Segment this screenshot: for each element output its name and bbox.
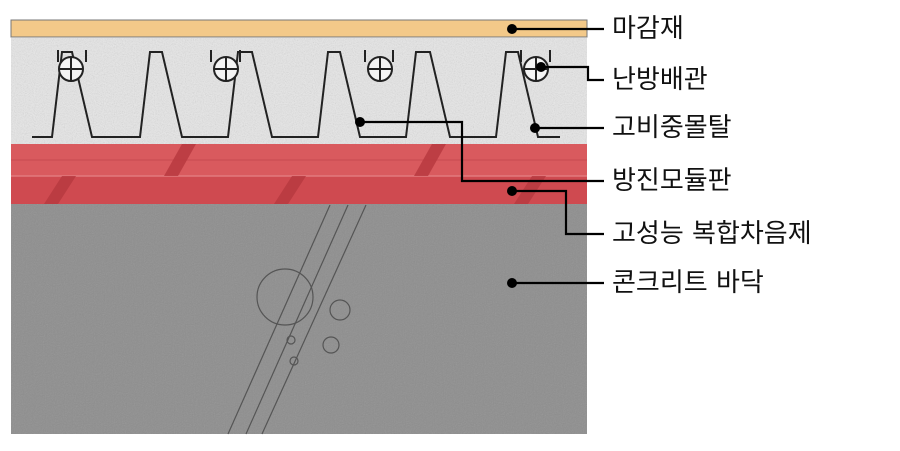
label-module-panel: 방진모듈판 [612,166,732,196]
label-mortar: 고비중몰탈 [612,113,732,143]
pipe-clips [57,50,551,62]
leader-dots [355,24,546,288]
panel-hatch [44,144,546,204]
label-finish: 마감재 [612,14,684,44]
label-sound-absorber: 고성능 복합차음제 [612,219,812,249]
heating-panel-outline [32,51,560,138]
label-heating-pipe: 난방배관 [612,65,708,95]
finish-layer [10,19,588,38]
heating-pipes [58,56,549,82]
label-concrete: 콘크리트 바닥 [612,268,764,298]
concrete-crack-lines [227,204,367,435]
leader-lines [360,27,604,285]
